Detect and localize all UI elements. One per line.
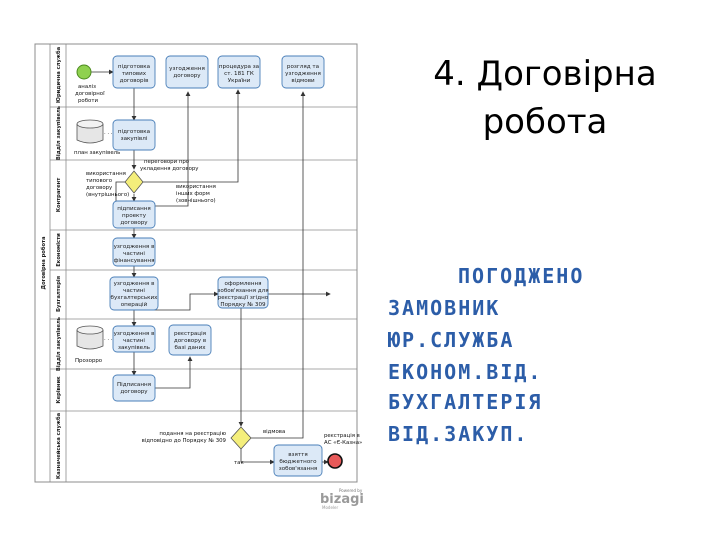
lane-counterparty: Контрагент [56, 178, 62, 212]
lane-procurement: Відділ закупівель [56, 105, 62, 160]
data-store-plan [76, 119, 104, 144]
stamp-line-accounting: БУХГАЛТЕРІЯ [388, 390, 543, 414]
slide-title: 4. Договірна робота [410, 50, 680, 146]
svg-text:Modeler: Modeler [322, 505, 338, 510]
lane-legal: Юридична служба [55, 46, 62, 103]
lane-accounting: Бухгалтерія [56, 276, 62, 312]
note-yes: так [234, 460, 244, 466]
svg-text:Powered by: Powered by [339, 488, 363, 493]
note-plan: план закупівель [74, 150, 120, 156]
lane-procurement-2: Відділ закупівель [56, 316, 62, 371]
stamp-heading: ПОГОДЖЕНО [458, 264, 585, 288]
slide-title-line1: 4. Договірна [433, 54, 657, 94]
note-prozorro: Прозорро [75, 358, 102, 364]
start-event[interactable] [76, 64, 92, 80]
data-store-prozorro [76, 325, 104, 350]
pool-frame [34, 43, 358, 483]
svg-text:. . .: . . . [104, 336, 113, 342]
lane-manager: Керівник [56, 376, 62, 404]
bizagi-logo: Powered by bizagi Modeler [320, 488, 364, 510]
gateway-registration[interactable] [230, 426, 252, 450]
stamp-line-economic: ЕКОНОМ.ВІД. [388, 360, 543, 384]
gateway-contract-choice[interactable] [124, 170, 144, 194]
lane-economists: Економісти [56, 233, 62, 267]
note-refusal: відмова [263, 429, 285, 435]
svg-text:. . .: . . . [104, 130, 113, 136]
approval-stamp: ПОГОДЖЕНО ЗАМОВНИК ЮР.СЛУЖБА ЕКОНОМ.ВІД.… [372, 262, 672, 452]
svg-text:bizagi: bizagi [320, 492, 364, 507]
stamp-line-legal: ЮР.СЛУЖБА [388, 328, 515, 352]
stamp-line-procurement: ВІД.ЗАКУП. [388, 422, 529, 446]
slide-title-line2: робота [482, 102, 608, 142]
pool-label: Договірна робота [40, 236, 47, 290]
lane-treasury: Казначейська служба [55, 412, 62, 479]
stamp-line-customer: ЗАМОВНИК [388, 296, 501, 320]
end-event[interactable] [327, 453, 343, 469]
